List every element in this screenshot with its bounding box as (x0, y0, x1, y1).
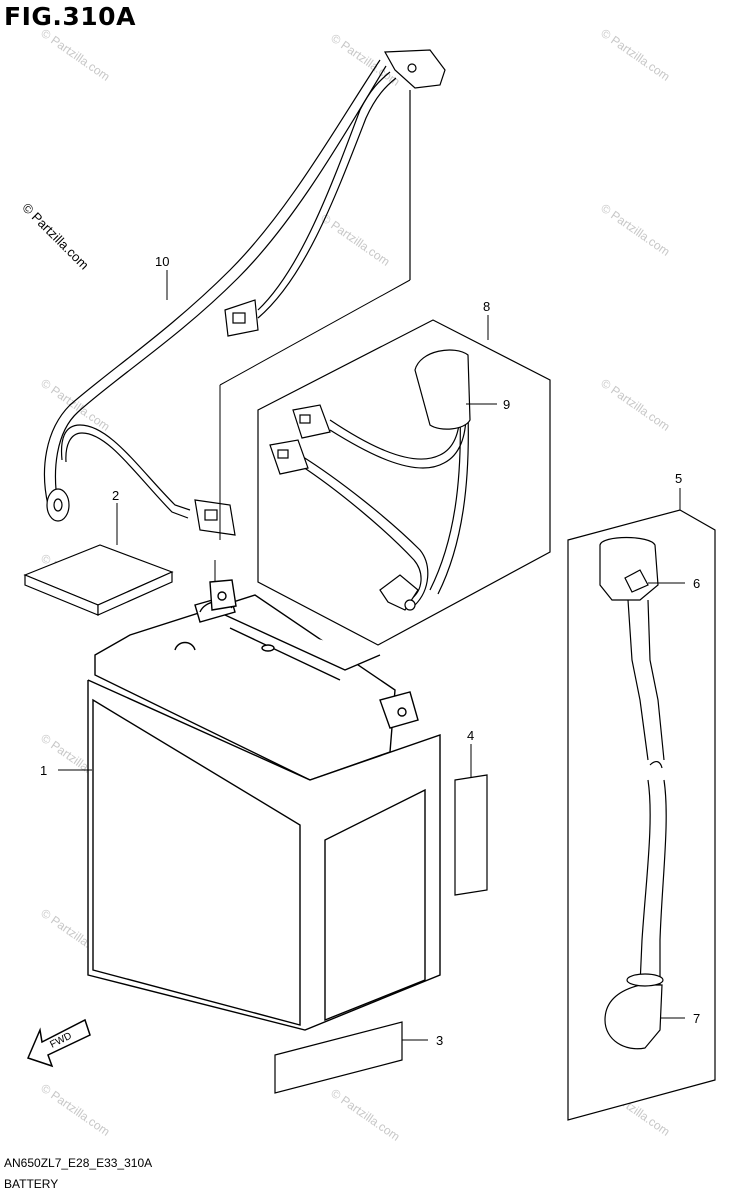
watermark: © Partzilla.com (38, 1081, 112, 1139)
part-5-cable-assembly (567, 509, 716, 1121)
callout-6: 6 (693, 576, 700, 591)
callout-leaders (58, 270, 685, 1041)
callout-1: 1 (40, 763, 47, 778)
callout-2: 2 (112, 488, 119, 503)
watermark: © Partzilla.com (598, 26, 672, 84)
fwd-arrow-icon: FWD (26, 1018, 91, 1068)
model-code: AN650ZL7_E28_E33_310A (4, 1156, 153, 1170)
callout-7: 7 (693, 1011, 700, 1026)
part-10-battery-cable (43, 49, 446, 536)
part-4-pad (454, 774, 488, 896)
diagram-name: BATTERY (4, 1177, 59, 1191)
watermark: © Partzilla.com (318, 211, 392, 269)
callout-5: 5 (675, 471, 682, 486)
part-8-cable-assembly (257, 319, 551, 646)
watermark: © Partzilla.com (598, 376, 672, 434)
callout-labels: 1 2 3 4 5 6 7 8 9 10 (40, 254, 700, 1048)
callout-3: 3 (436, 1033, 443, 1048)
part-2-battery-pad (23, 544, 174, 616)
callout-4: 4 (467, 728, 474, 743)
callout-10: 10 (155, 254, 169, 269)
part-3-pad (274, 1021, 403, 1094)
callout-8: 8 (483, 299, 490, 314)
watermark: © Partzilla.com (38, 26, 112, 84)
watermark: © Partzilla.com (328, 1086, 402, 1144)
part-1-battery (87, 579, 441, 1031)
callout-9: 9 (503, 397, 510, 412)
figure-title: FIG.310A (4, 2, 136, 31)
watermark: © Partzilla.com (598, 201, 672, 259)
